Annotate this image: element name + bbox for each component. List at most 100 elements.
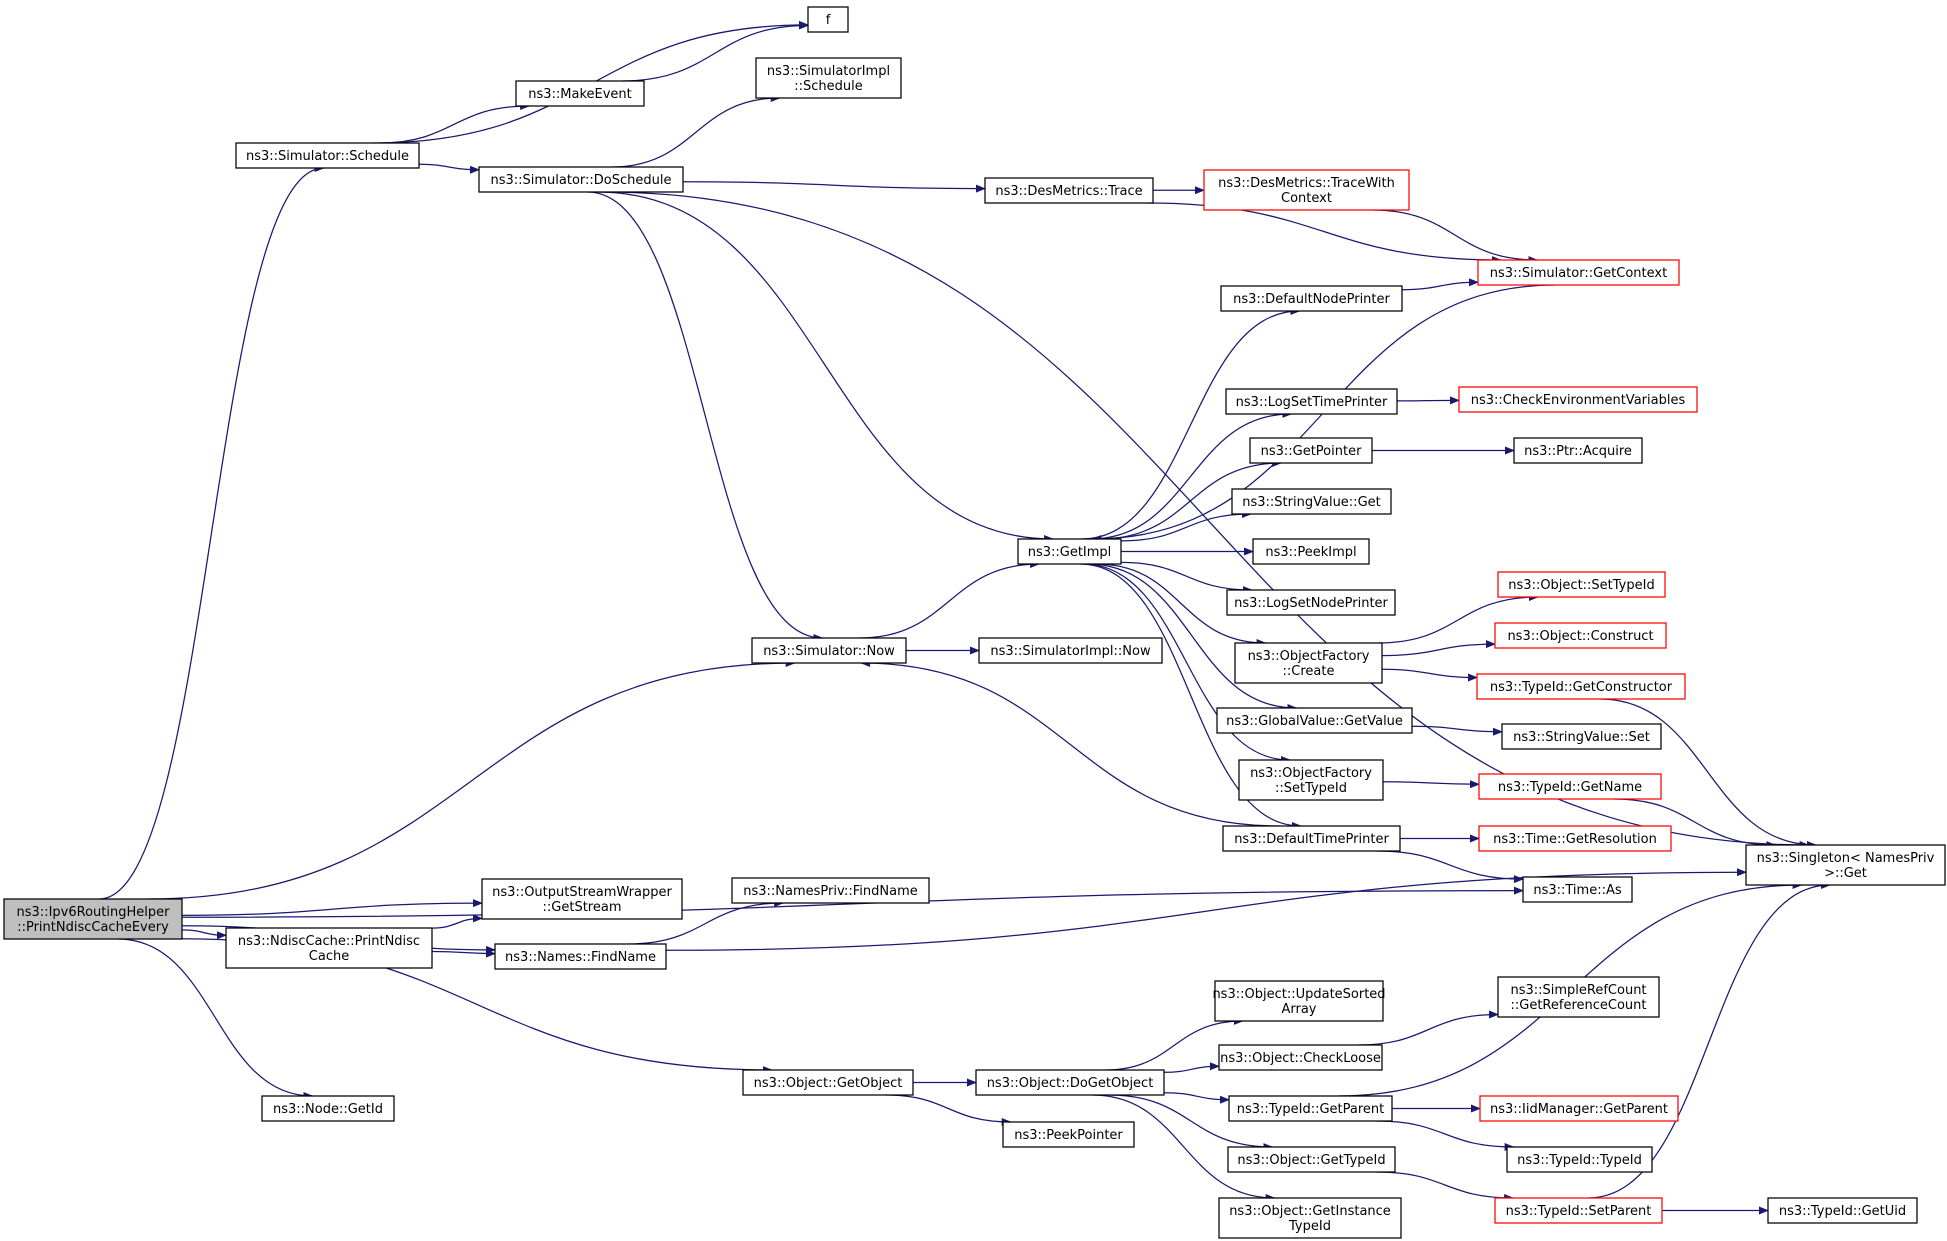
node-box-node-getid[interactable] bbox=[261, 1095, 395, 1122]
node-node-getid[interactable]: ns3::Node::GetId bbox=[261, 1095, 395, 1122]
node-box-check-env-vars[interactable] bbox=[1458, 386, 1698, 413]
node-ndisccache-printndisccache[interactable]: ns3::NdiscCache::PrintNdiscCache bbox=[225, 927, 433, 969]
node-default-node-printer[interactable]: ns3::DefaultNodePrinter bbox=[1220, 285, 1403, 312]
node-object-construct[interactable]: ns3::Object::Construct bbox=[1494, 622, 1667, 649]
node-typeid-typeid[interactable]: ns3::TypeId::TypeId bbox=[1506, 1146, 1653, 1173]
node-box-default-time-printer[interactable] bbox=[1222, 825, 1401, 852]
node-box-object-construct[interactable] bbox=[1494, 622, 1667, 649]
node-box-typeid-setparent[interactable] bbox=[1494, 1197, 1663, 1224]
node-typeid-getparent[interactable]: ns3::TypeId::GetParent bbox=[1228, 1095, 1393, 1122]
node-box-simulatorimpl-schedule[interactable] bbox=[755, 57, 902, 99]
node-get-impl[interactable]: ns3::GetImpl bbox=[1017, 538, 1122, 565]
node-f[interactable]: f bbox=[807, 6, 849, 33]
node-namespriv-findname[interactable]: ns3::NamesPriv::FindName bbox=[731, 877, 930, 904]
node-box-simulatorimpl-now[interactable] bbox=[978, 637, 1163, 664]
node-peek-pointer[interactable]: ns3::PeekPointer bbox=[1002, 1121, 1135, 1148]
node-peek-impl[interactable]: ns3::PeekImpl bbox=[1252, 538, 1370, 565]
node-typeid-getname[interactable]: ns3::TypeId::GetName bbox=[1478, 773, 1662, 800]
node-box-root[interactable] bbox=[3, 898, 183, 940]
node-objectfactory-settypeid[interactable]: ns3::ObjectFactory::SetTypeId bbox=[1238, 759, 1384, 801]
node-box-iidmanager-getparent[interactable] bbox=[1479, 1095, 1679, 1122]
node-typeid-getconstructor[interactable]: ns3::TypeId::GetConstructor bbox=[1476, 673, 1686, 700]
node-make-event[interactable]: ns3::MakeEvent bbox=[515, 80, 645, 107]
node-box-typeid-getuid[interactable] bbox=[1767, 1197, 1918, 1224]
node-object-dogetobject[interactable]: ns3::Object::DoGetObject bbox=[975, 1069, 1165, 1096]
node-simulator-now[interactable]: ns3::Simulator::Now bbox=[751, 637, 907, 664]
node-box-object-updatesortedarray[interactable] bbox=[1214, 980, 1384, 1022]
node-simulator-getcontext[interactable]: ns3::Simulator::GetContext bbox=[1477, 259, 1680, 286]
node-singleton-get[interactable]: ns3::Singleton< NamesPriv>::Get bbox=[1745, 844, 1946, 886]
node-globalvalue-getvalue[interactable]: ns3::GlobalValue::GetValue bbox=[1216, 707, 1413, 734]
node-default-time-printer[interactable]: ns3::DefaultTimePrinter bbox=[1222, 825, 1401, 852]
node-box-log-set-node-printer[interactable] bbox=[1226, 589, 1396, 616]
node-box-default-node-printer[interactable] bbox=[1220, 285, 1403, 312]
node-ptr-acquire[interactable]: ns3::Ptr::Acquire bbox=[1513, 437, 1643, 464]
node-typeid-getuid[interactable]: ns3::TypeId::GetUid bbox=[1767, 1197, 1918, 1224]
node-box-singleton-get[interactable] bbox=[1745, 844, 1946, 886]
node-names-findname[interactable]: ns3::Names::FindName bbox=[494, 943, 667, 970]
node-check-env-vars[interactable]: ns3::CheckEnvironmentVariables bbox=[1458, 386, 1698, 413]
node-box-object-getinstancetypeid[interactable] bbox=[1218, 1197, 1402, 1239]
node-simplerefcount-getreferencecount[interactable]: ns3::SimpleRefCount::GetReferenceCount bbox=[1497, 976, 1660, 1018]
node-simulator-schedule[interactable]: ns3::Simulator::Schedule bbox=[235, 142, 420, 169]
node-box-peek-pointer[interactable] bbox=[1002, 1121, 1135, 1148]
node-box-time-as[interactable] bbox=[1522, 876, 1633, 903]
node-box-object-gettypeid[interactable] bbox=[1227, 1146, 1396, 1173]
node-stringvalue-get[interactable]: ns3::StringValue::Get bbox=[1231, 488, 1392, 515]
node-simulator-doschedule[interactable]: ns3::Simulator::DoSchedule bbox=[478, 166, 684, 193]
node-objectfactory-create[interactable]: ns3::ObjectFactory::Create bbox=[1234, 642, 1383, 684]
node-simulatorimpl-schedule[interactable]: ns3::SimulatorImpl::Schedule bbox=[755, 57, 902, 99]
node-box-names-findname[interactable] bbox=[494, 943, 667, 970]
node-time-getresolution[interactable]: ns3::Time::GetResolution bbox=[1478, 825, 1672, 852]
node-box-namespriv-findname[interactable] bbox=[731, 877, 930, 904]
node-box-objectfactory-create[interactable] bbox=[1234, 642, 1383, 684]
node-root[interactable]: ns3::Ipv6RoutingHelper::PrintNdiscCacheE… bbox=[3, 898, 183, 940]
node-box-simplerefcount-getreferencecount[interactable] bbox=[1497, 976, 1660, 1018]
node-simulatorimpl-now[interactable]: ns3::SimulatorImpl::Now bbox=[978, 637, 1163, 664]
node-box-typeid-getconstructor[interactable] bbox=[1476, 673, 1686, 700]
node-box-object-checkloose[interactable] bbox=[1218, 1044, 1383, 1071]
node-object-settypeid[interactable]: ns3::Object::SetTypeId bbox=[1497, 571, 1666, 598]
node-box-get-pointer[interactable] bbox=[1249, 437, 1373, 464]
node-iidmanager-getparent[interactable]: ns3::IidManager::GetParent bbox=[1479, 1095, 1679, 1122]
node-box-object-getobject[interactable] bbox=[742, 1069, 914, 1096]
node-outputstreamwrapper-getstream[interactable]: ns3::OutputStreamWrapper::GetStream bbox=[481, 878, 683, 920]
node-box-peek-impl[interactable] bbox=[1252, 538, 1370, 565]
node-box-ndisccache-printndisccache[interactable] bbox=[225, 927, 433, 969]
node-box-make-event[interactable] bbox=[515, 80, 645, 107]
node-box-simulator-schedule[interactable] bbox=[235, 142, 420, 169]
node-box-typeid-typeid[interactable] bbox=[1506, 1146, 1653, 1173]
node-box-log-set-time-printer[interactable] bbox=[1225, 388, 1398, 415]
node-box-simulator-now[interactable] bbox=[751, 637, 907, 664]
node-time-as[interactable]: ns3::Time::As bbox=[1522, 876, 1633, 903]
node-box-globalvalue-getvalue[interactable] bbox=[1216, 707, 1413, 734]
node-object-getobject[interactable]: ns3::Object::GetObject bbox=[742, 1069, 914, 1096]
node-box-objectfactory-settypeid[interactable] bbox=[1238, 759, 1384, 801]
node-object-checkloose[interactable]: ns3::Object::CheckLoose bbox=[1218, 1044, 1383, 1071]
node-log-set-node-printer[interactable]: ns3::LogSetNodePrinter bbox=[1226, 589, 1396, 616]
node-box-simulator-doschedule[interactable] bbox=[478, 166, 684, 193]
node-box-object-dogetobject[interactable] bbox=[975, 1069, 1165, 1096]
node-box-desmetrics-tracewithcontext[interactable] bbox=[1203, 169, 1410, 211]
node-box-typeid-getname[interactable] bbox=[1478, 773, 1662, 800]
node-box-get-impl[interactable] bbox=[1017, 538, 1122, 565]
node-box-time-getresolution[interactable] bbox=[1478, 825, 1672, 852]
node-box-simulator-getcontext[interactable] bbox=[1477, 259, 1680, 286]
node-box-desmetrics-trace[interactable] bbox=[984, 177, 1154, 204]
node-box-f[interactable] bbox=[807, 6, 849, 33]
node-box-stringvalue-get[interactable] bbox=[1231, 488, 1392, 515]
node-box-ptr-acquire[interactable] bbox=[1513, 437, 1643, 464]
node-object-gettypeid[interactable]: ns3::Object::GetTypeId bbox=[1227, 1146, 1396, 1173]
node-box-object-settypeid[interactable] bbox=[1497, 571, 1666, 598]
node-get-pointer[interactable]: ns3::GetPointer bbox=[1249, 437, 1373, 464]
node-stringvalue-set[interactable]: ns3::StringValue::Set bbox=[1501, 723, 1662, 750]
node-box-outputstreamwrapper-getstream[interactable] bbox=[481, 878, 683, 920]
node-box-stringvalue-set[interactable] bbox=[1501, 723, 1662, 750]
node-typeid-setparent[interactable]: ns3::TypeId::SetParent bbox=[1494, 1197, 1663, 1224]
node-desmetrics-trace[interactable]: ns3::DesMetrics::Trace bbox=[984, 177, 1154, 204]
node-log-set-time-printer[interactable]: ns3::LogSetTimePrinter bbox=[1225, 388, 1398, 415]
node-box-typeid-getparent[interactable] bbox=[1228, 1095, 1393, 1122]
